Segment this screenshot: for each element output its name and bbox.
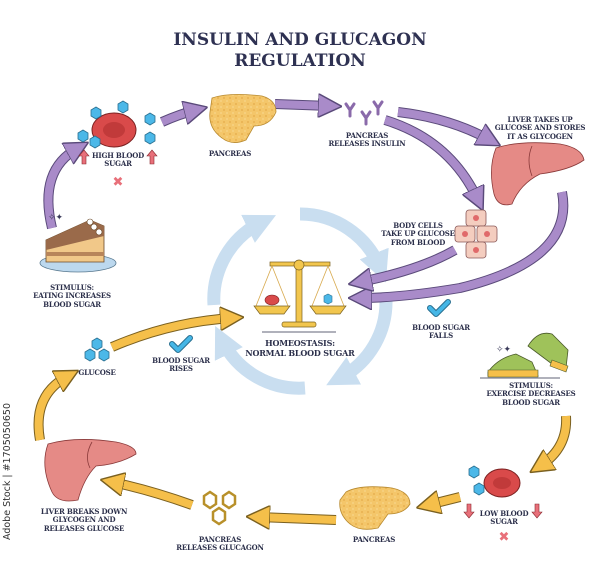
pancreas-icon (339, 486, 411, 530)
cycle-arrow-1 (299, 207, 389, 283)
label-line: PANCREAS (208, 149, 252, 158)
label-line: GLYCOGEN AND (52, 515, 116, 525)
arrow-insulin-to-liver (397, 108, 490, 140)
arrow-glucose-to-homeostasis (110, 318, 232, 351)
checkmark-rises-icon (170, 336, 192, 352)
label-line: RELEASES INSULIN (328, 139, 406, 149)
label-line: TAKE UP GLUCOSE (381, 229, 455, 239)
label-liver-breaks-down: LIVER BREAKS DOWN GLYCOGEN AND RELEASES … (34, 507, 134, 533)
cycle-arrow-3 (214, 325, 306, 395)
label-line: BODY CELLS (393, 221, 443, 230)
label-line: HOMEOSTASIS: (265, 338, 335, 348)
label-blood-sugar-falls: BLOOD SUGAR FALLS (406, 323, 476, 341)
arrow-insulin-to-body-cells (383, 116, 478, 200)
label-line: HIGH BLOOD (91, 151, 145, 160)
label-homeostasis: HOMEOSTASIS: NORMAL BLOOD SUGAR (236, 338, 364, 358)
liver-icon (491, 142, 585, 206)
label-line: FROM BLOOD (390, 237, 446, 247)
stock-watermark: Adobe Stock | #1705050650 (2, 402, 13, 540)
arrow-high-sugar-to-pancreas (160, 110, 196, 126)
title-line-2: REGULATION (234, 50, 366, 71)
checkmark-falls-icon (428, 300, 450, 316)
label-body-cells: BODY CELLS TAKE UP GLUCOSE FROM BLOOD (376, 221, 460, 247)
glucose-icon (84, 337, 110, 362)
label-line: PANCREAS (198, 535, 242, 544)
label-line: LIVER BREAKS DOWN (40, 507, 128, 516)
arrow-eating-to-high-sugar (44, 148, 78, 229)
label-pancreas-releases-insulin: PANCREAS RELEASES INSULIN (322, 131, 412, 149)
sneakers-icon (480, 332, 569, 379)
title-line-1: INSULIN AND GLUCAGON (173, 30, 427, 50)
homeostasis-cycle (207, 207, 393, 395)
label-line: EXERCISE DECREASES (486, 389, 576, 399)
label-line: RELEASES GLUCOSE (43, 523, 125, 533)
label-line: SUGAR (104, 159, 132, 169)
label-line: PANCREAS (352, 535, 396, 544)
label-line: SUGAR (490, 517, 518, 527)
arrow-liver-to-glucose (34, 376, 68, 441)
red-blood-cell-icon (483, 468, 521, 498)
pancreas-icon (209, 94, 277, 143)
insulin-pathway-arrows (43, 104, 569, 298)
cake-icon (39, 218, 117, 273)
cycle-arrow-2 (326, 299, 393, 386)
label-pancreas-releases-glucagon: PANCREAS RELEASES GLUCAGON (172, 535, 268, 553)
glucagon-pathway-arrows (33, 318, 572, 520)
red-blood-cell-icon (91, 112, 137, 148)
label-liver-stores: LIVER TAKES UP GLUCOSE AND STORES IT AS … (490, 115, 590, 141)
label-line: GLUCOSE (78, 368, 116, 377)
sparkle-icon: ✧✦ (496, 345, 512, 355)
label-line: GLUCOSE AND STORES (494, 123, 586, 133)
insulin-molecule-icon (344, 100, 384, 126)
cross-icon: ✖ (113, 175, 124, 190)
arrow-glucagon-to-liver (112, 482, 194, 509)
label-glucose: GLUCOSE (70, 368, 124, 377)
label-line: BLOOD SUGAR (43, 299, 101, 309)
cycle-arrow-4 (207, 214, 277, 306)
arrow-cells-to-homeostasis (360, 246, 457, 282)
glucose-hexagons-icon (77, 100, 156, 149)
label-line: RELEASES GLUCAGON (176, 543, 264, 553)
label-line: NORMAL BLOOD SUGAR (245, 347, 355, 358)
arrow-low-sugar-to-pancreas (428, 497, 461, 505)
body-cells-icon (454, 209, 498, 259)
label-line: STIMULUS: (509, 381, 553, 390)
label-pancreas-top: PANCREAS (200, 149, 260, 158)
label-line: BLOOD SUGAR (502, 397, 560, 407)
arrow-pancreas-to-glucagon (258, 517, 337, 520)
cross-icon: ✖ (499, 530, 510, 545)
up-arrows-icon (78, 149, 158, 165)
label-low-blood-sugar: LOW BLOOD SUGAR (474, 509, 534, 527)
label-line: LIVER TAKES UP (507, 115, 573, 124)
label-stimulus-eating: STIMULUS: EATING INCREASES BLOOD SUGAR (22, 283, 122, 309)
down-arrows-icon (463, 503, 543, 519)
balance-scale-icon (253, 259, 347, 333)
label-pancreas-bottom: PANCREAS (344, 535, 404, 544)
label-line: LOW BLOOD (479, 509, 529, 518)
label-line: BLOOD SUGAR (412, 323, 470, 332)
arrow-pancreas-to-insulin (274, 104, 330, 106)
arrow-liver-to-homeostasis (360, 191, 568, 298)
label-stimulus-exercise: STIMULUS: EXERCISE DECREASES BLOOD SUGAR (476, 381, 586, 407)
label-line: PANCREAS (345, 131, 389, 140)
label-line: BLOOD SUGAR (152, 356, 210, 365)
label-high-blood-sugar: HIGH BLOOD SUGAR (78, 151, 158, 169)
arrow-exercise-to-low-sugar (540, 415, 571, 466)
label-line: IT AS GLYCOGEN (507, 131, 573, 141)
glucagon-molecule-icon (202, 490, 237, 526)
label-line: RISES (169, 364, 193, 374)
label-line: STIMULUS: (50, 283, 94, 292)
label-line: EATING INCREASES (33, 291, 111, 301)
label-line: FALLS (429, 331, 453, 341)
glucose-hexagons-icon (468, 465, 485, 496)
sparkle-icon: ✧✦ (48, 213, 64, 223)
page-title: INSULIN AND GLUCAGON REGULATION (150, 30, 450, 71)
liver-icon (44, 439, 137, 502)
label-blood-sugar-rises: BLOOD SUGAR RISES (146, 356, 216, 374)
